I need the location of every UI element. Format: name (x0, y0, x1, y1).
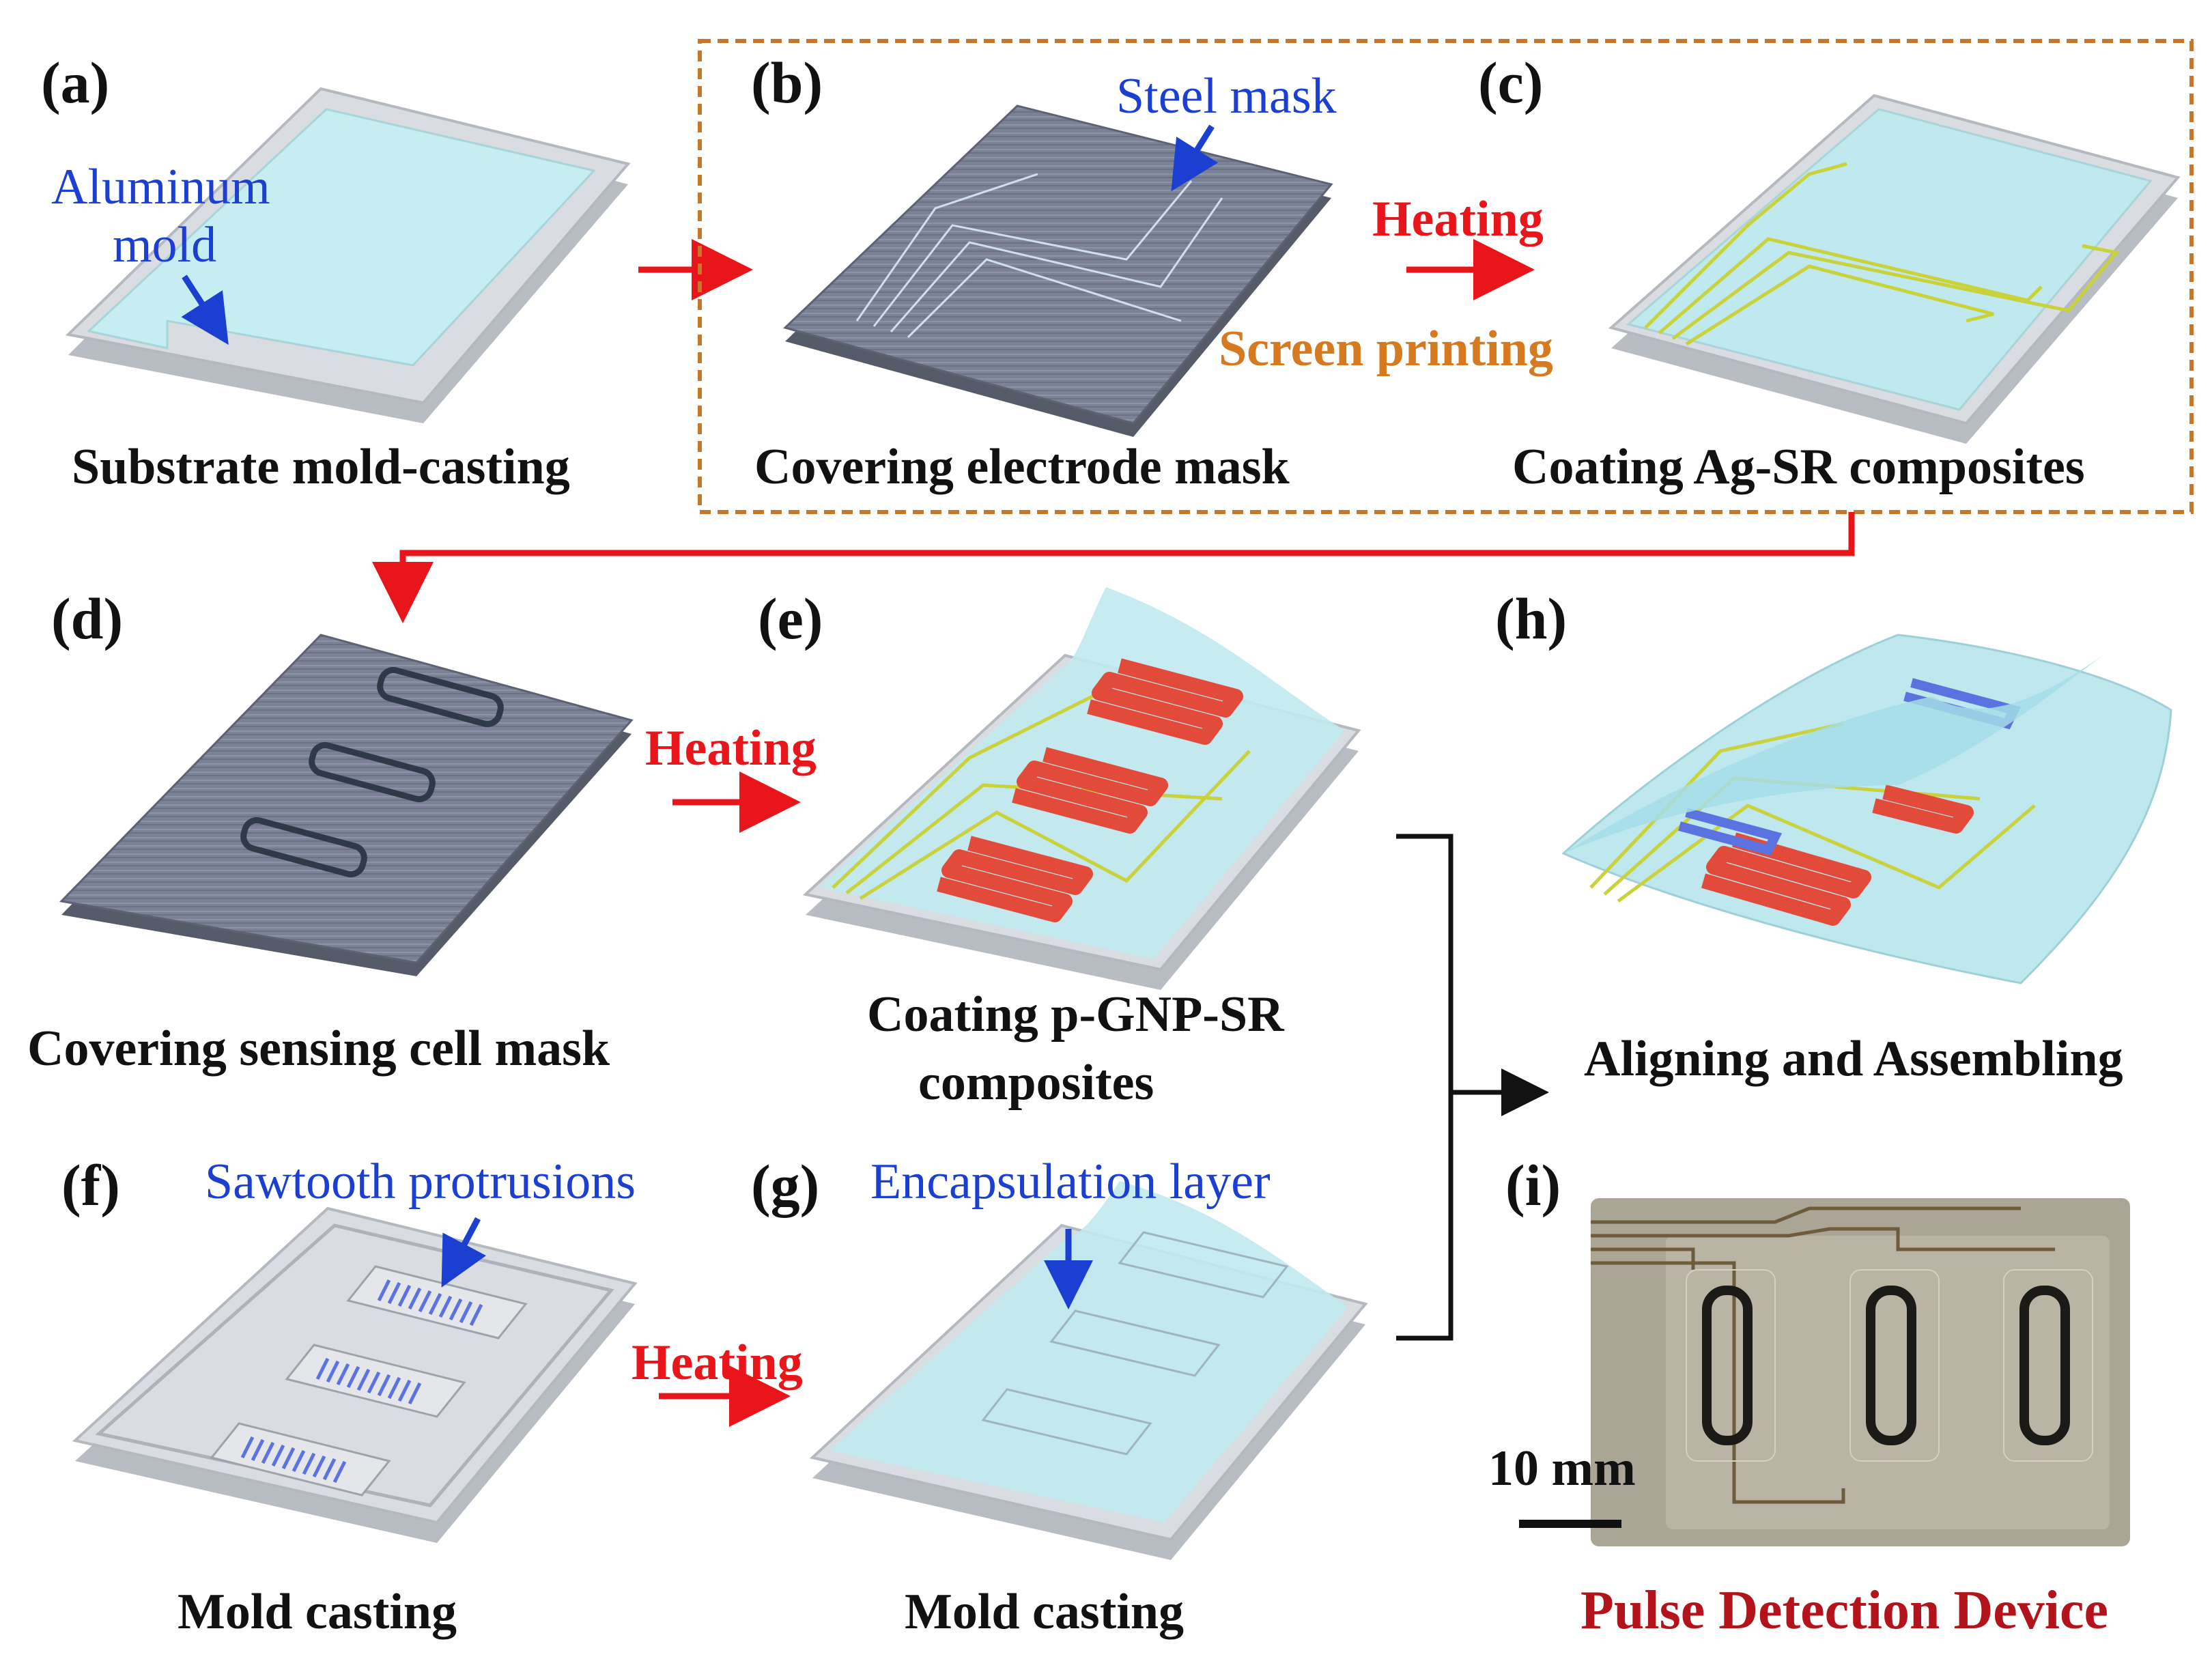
panel-i-caption: Pulse Detection Device (1580, 1580, 2108, 1641)
steel-mask-arrow (1171, 124, 1219, 192)
panel-b: (b) Steel mask Covering electrode mask (751, 50, 1337, 495)
panel-b-caption: Covering electrode mask (754, 439, 1290, 495)
sensing-cell-mask-plate (59, 634, 634, 976)
aluminum-mold-arrow (181, 274, 229, 345)
faint-sawtooth-outlines (981, 1231, 1289, 1456)
panel-g-letter: (g) (751, 1152, 819, 1218)
panel-c-letter: (c) (1478, 50, 1543, 115)
panel-a-letter: (a) (41, 50, 109, 115)
panel-g-caption: Mold casting (905, 1584, 1184, 1640)
panel-i-letter: (i) (1505, 1152, 1561, 1218)
panel-e-caption-line1: Coating p-GNP-SR (867, 987, 1285, 1043)
p-gnp-sr-coated-substrate (802, 587, 1361, 990)
panel-i: (i) 10 mm Pulse Detection Devic (1488, 1152, 2130, 1641)
connector-c-to-d (372, 512, 1855, 623)
panel-g: (g) Encapsulation layer Mold casting (751, 1152, 1368, 1640)
electrode-traces (1644, 162, 2120, 346)
panel-d-caption: Covering sensing cell mask (27, 1021, 610, 1077)
encapsulation-layer-label: Encapsulation layer (870, 1154, 1271, 1210)
panel-e: (e) Coating p-GNP-SR composites (758, 586, 1361, 1111)
panel-f-caption: Mold casting (178, 1584, 457, 1640)
panel-c: (c) Coating Ag-SR composites (1478, 50, 2181, 495)
panel-e-caption-line2: composites (918, 1055, 1154, 1111)
panel-f-letter: (f) (61, 1152, 120, 1218)
heating-label-bc: Heating (1372, 191, 1544, 247)
panel-c-caption: Coating Ag-SR composites (1512, 439, 2085, 495)
panel-f: (f) Sawtooth protrusions Mold casting (61, 1152, 638, 1640)
sawtooth-protrusions (210, 1265, 528, 1497)
panel-e-letter: (e) (758, 586, 823, 651)
sensing-cells (937, 658, 1243, 922)
panel-a-caption: Substrate mold-casting (72, 439, 570, 495)
screen-printing-group-box (698, 39, 2194, 514)
steel-mask-plate (783, 104, 1333, 437)
assembled-layers (1561, 634, 2172, 984)
panel-d-letter: (d) (51, 586, 123, 651)
bracket-to-h (1396, 834, 1454, 1341)
sawtooth-mold-plate (72, 1206, 638, 1543)
heating-label-fg: Heating (632, 1335, 803, 1391)
sawtooth-protrusions-label: Sawtooth protrusions (205, 1154, 636, 1210)
panel-h-letter: (h) (1495, 586, 1567, 651)
sawtooth-arrow (441, 1217, 487, 1288)
encapsulation-layer-plate (809, 1181, 1368, 1560)
sensing-cells-h (1701, 784, 1974, 926)
steel-mask-label: Steel mask (1116, 68, 1337, 124)
screen-printing-label: Screen printing (1219, 321, 1553, 377)
ag-sr-coated-substrate (1608, 94, 2181, 444)
panel-d: (d) Covering sensing cell mask (27, 586, 634, 1077)
device-photo (1591, 1198, 2130, 1546)
panel-b-letter: (b) (751, 50, 823, 115)
scale-bar-label: 10 mm (1488, 1441, 1636, 1497)
heating-label-de: Heating (645, 720, 817, 776)
panel-h-caption: Aligning and Assembling (1584, 1031, 2123, 1087)
panel-h: (h) Aligning and Assembling (1495, 586, 2172, 1087)
